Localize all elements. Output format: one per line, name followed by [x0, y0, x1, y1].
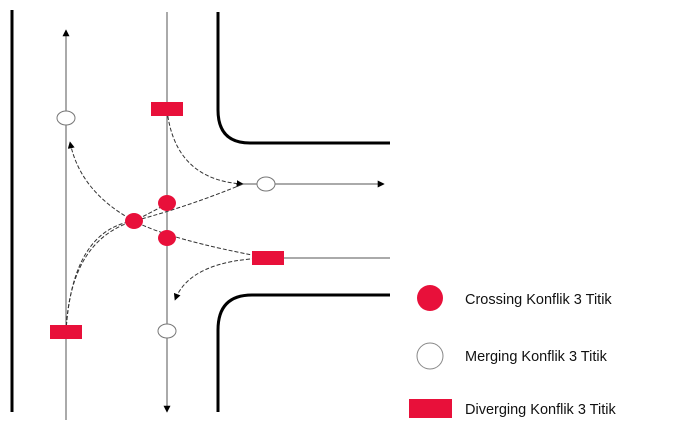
road-edges [10, 10, 390, 412]
legend: Crossing Konflik 3 Titik Merging Konflik… [409, 285, 616, 418]
diverging-marker [252, 251, 284, 265]
road-edge-lower-corner [216, 293, 390, 412]
legend-diverging-symbol [409, 399, 452, 418]
diverging-points [50, 102, 284, 339]
crossing-marker [125, 213, 143, 229]
crossing-marker [158, 230, 176, 246]
crossing-points [125, 195, 176, 246]
path-south-to-east [166, 109, 244, 188]
legend-crossing-symbol [417, 285, 443, 311]
path-north-to-east [65, 183, 244, 333]
merging-marker [256, 176, 276, 192]
merging-points [56, 110, 276, 339]
merging-marker [56, 110, 76, 126]
legend-diverging-label: Diverging Konflik 3 Titik [465, 402, 616, 418]
lane-lines [62, 12, 390, 420]
diverging-marker [50, 325, 82, 339]
legend-merging-symbol [416, 342, 444, 370]
crossing-marker [158, 195, 176, 211]
legend-merging-label: Merging Konflik 3 Titik [465, 349, 608, 365]
merging-marker [157, 323, 177, 339]
diverging-marker [151, 102, 183, 116]
path-south-to-north-cross [65, 202, 168, 333]
legend-crossing-label: Crossing Konflik 3 Titik [465, 292, 612, 308]
road-edge-upper-corner [216, 12, 390, 145]
